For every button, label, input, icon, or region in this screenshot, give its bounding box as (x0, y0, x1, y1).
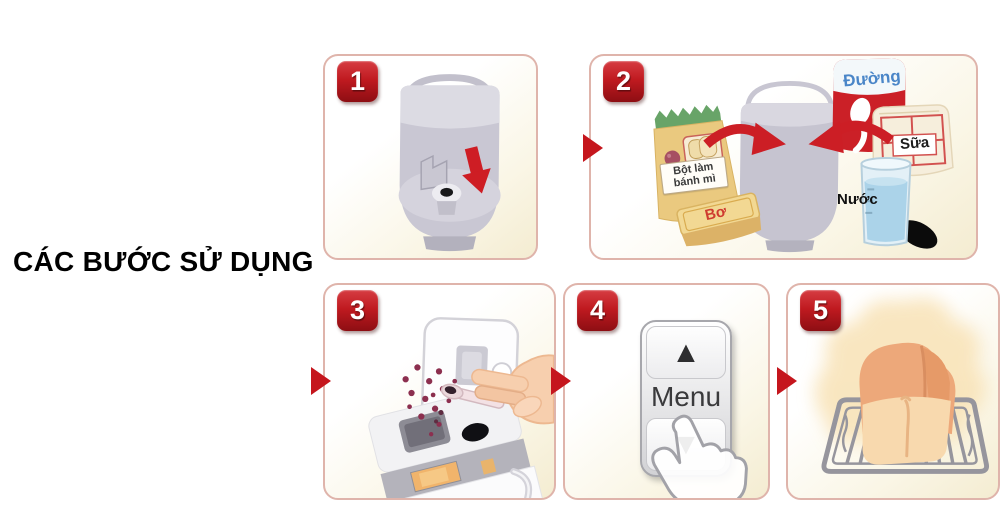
hand-with-spoon (434, 354, 554, 425)
ingredients-illustration (653, 58, 954, 253)
step-number-badge: 4 (577, 290, 618, 331)
down-arrow-icon (462, 146, 491, 194)
baked-bread-illustration (814, 297, 989, 474)
curved-arrow-right-icon (808, 120, 894, 154)
step-panel-5: 5 (786, 283, 1000, 500)
water-cup (860, 157, 938, 249)
bread-loaf (859, 342, 956, 465)
curved-arrow-left-icon (703, 122, 786, 156)
kneading-blade (420, 154, 462, 215)
menu-up-key: ▲ (646, 326, 726, 379)
flow-arrow-icon (583, 134, 603, 162)
up-arrow-icon: ▲ (671, 335, 701, 369)
step-number-badge: 3 (337, 290, 378, 331)
butter-stick (676, 192, 762, 247)
step-panel-1: 1 (323, 54, 538, 260)
flow-arrow-icon (311, 367, 331, 395)
pointing-hand-icon (651, 414, 748, 498)
step-panel-3: 3 (323, 283, 556, 500)
flow-arrow-icon (551, 367, 571, 395)
step-panel-2: 2 (589, 54, 978, 260)
menu-button-label: Menu (650, 381, 722, 412)
step-panel-4: 4 ▲ Menu ▼ (563, 283, 770, 500)
water-label: Nước (837, 191, 878, 208)
step-number-badge: 5 (800, 290, 841, 331)
milk-label: Sữa (899, 134, 930, 153)
machine-dispensing-illustration (368, 317, 554, 498)
step-number-badge: 2 (603, 61, 644, 102)
bread-pan-illustration (398, 74, 501, 252)
step-number-badge: 1 (337, 61, 378, 102)
falling-berries (402, 364, 458, 437)
flow-arrow-icon (777, 367, 797, 395)
page-title: CÁC BƯỚC SỬ DỤNG (13, 246, 314, 277)
